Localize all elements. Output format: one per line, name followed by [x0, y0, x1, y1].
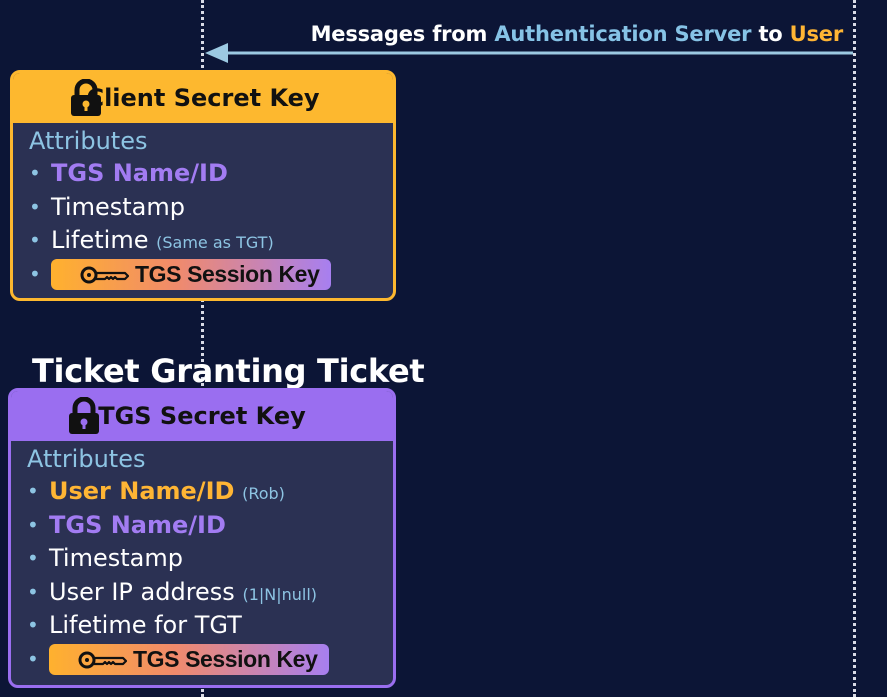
user-lifeline	[201, 0, 204, 697]
client-card-header: Client Secret Key	[13, 73, 393, 123]
tgs-session-key-badge: TGS Session Key	[51, 259, 332, 290]
message-target: User	[789, 22, 844, 46]
attr-user-name: User Name/ID (Rob)	[27, 475, 393, 509]
attr-lifetime: Lifetime for TGT	[27, 609, 393, 643]
lock-icon	[71, 79, 101, 116]
client-secret-key-card: Client Secret Key Attributes TGS Name/ID…	[10, 70, 396, 301]
tgt-card-title: TGS Secret Key	[98, 402, 306, 430]
attr-session-key: TGS Session Key	[29, 258, 393, 292]
attr-timestamp: Timestamp	[27, 542, 393, 576]
lifetime-note: (Same as TGT)	[156, 233, 274, 252]
attr-tgs-name: TGS Name/ID	[29, 157, 393, 191]
lock-icon	[69, 397, 99, 434]
attr-user-ip: User IP address (1|N|null)	[27, 576, 393, 610]
user-name-note: (Rob)	[242, 484, 285, 503]
tgs-session-key-badge: TGS Session Key	[49, 644, 330, 675]
attr-lifetime: Lifetime (Same as TGT)	[29, 224, 393, 258]
key-icon	[78, 651, 127, 668]
attr-session-key: TGS Session Key	[27, 643, 393, 677]
tgt-card-header: TGS Secret Key	[11, 391, 393, 441]
message-label: Messages from Authentication Server to U…	[310, 22, 844, 46]
attributes-label: Attributes	[29, 127, 148, 155]
client-card-title: Client Secret Key	[86, 84, 320, 112]
key-icon	[80, 266, 129, 283]
attr-tgs-name: TGS Name/ID	[27, 509, 393, 543]
ticket-granting-ticket-title: Ticket Granting Ticket	[32, 352, 425, 390]
user-ip-note: (1|N|null)	[242, 584, 318, 604]
attributes-label: Attributes	[27, 445, 146, 473]
message-source: Authentication Server	[494, 22, 752, 46]
attr-timestamp: Timestamp	[29, 191, 393, 225]
auth-server-lifeline	[853, 0, 856, 697]
tgs-secret-key-card: TGS Secret Key Attributes User Name/ID (…	[8, 388, 396, 688]
